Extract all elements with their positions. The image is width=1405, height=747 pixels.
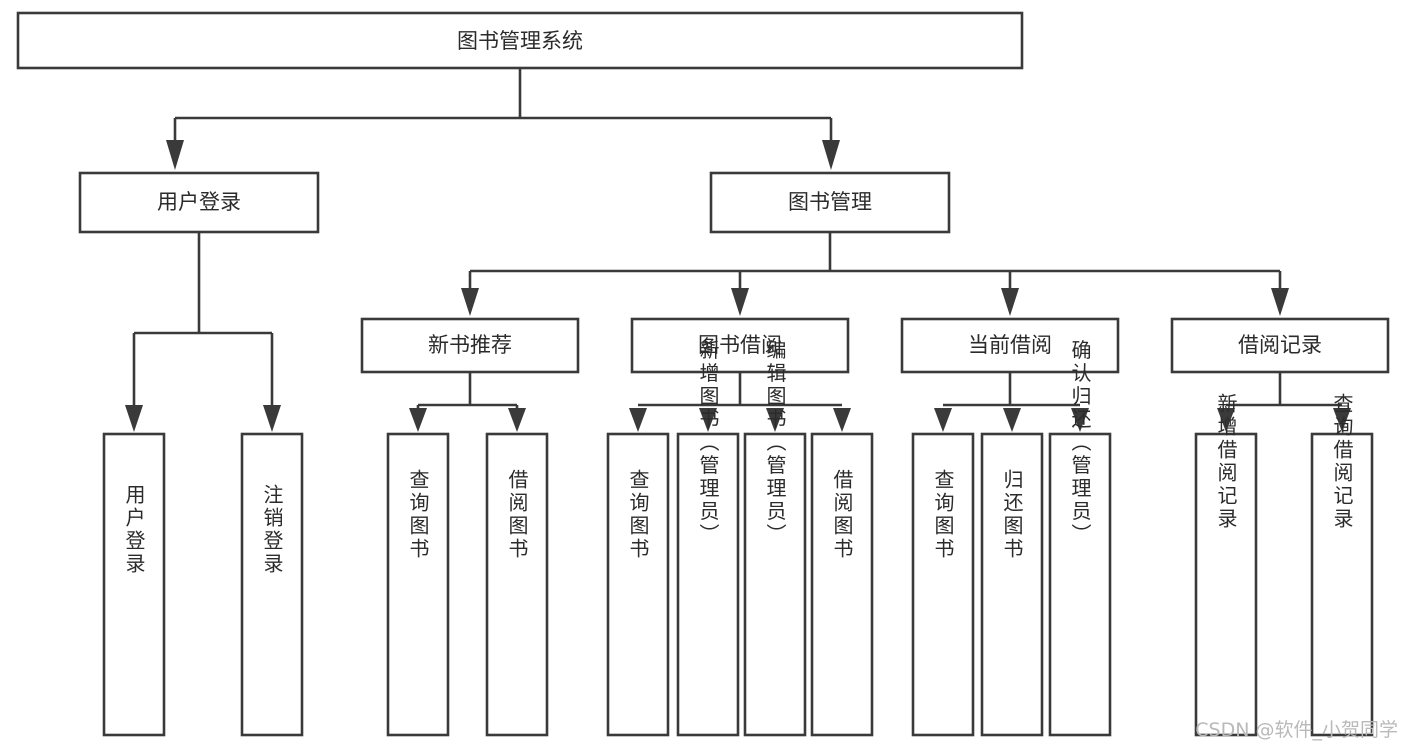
arrow-head-book-borrow — [731, 288, 749, 316]
arrow-head-leaf-edit-book-admin — [766, 408, 784, 432]
node-new-book-recommend-label: 新书推荐 — [428, 333, 512, 357]
node-leaf-confirm-return-admin-label: 确认归还（管理员） — [1068, 339, 1092, 546]
arrow-head-leaf-logout-login — [263, 405, 281, 432]
node-leaf-edit-book-admin[interactable]: 编辑图书（管理员） — [743, 339, 807, 737]
node-leaf-borrow-book-recommend-label: 借阅图书 — [505, 469, 529, 561]
connector-group-new-book-recommend — [409, 372, 526, 432]
connector-group-book-borrow — [629, 372, 851, 432]
node-leaf-return-book-box[interactable] — [980, 432, 1044, 737]
node-leaf-query-book-recommend-label: 查询图书 — [406, 469, 430, 561]
node-borrow-record-box[interactable] — [1170, 317, 1390, 374]
node-leaf-logout-login[interactable]: 注销登录 — [240, 432, 304, 737]
arrow-head-leaf-query-book-recommend — [409, 408, 427, 432]
node-book-borrow-box[interactable] — [630, 317, 850, 374]
node-leaf-return-book[interactable]: 归还图书 — [980, 432, 1044, 737]
node-book-borrow-label: 图书借阅 — [698, 333, 782, 357]
node-leaf-logout-login-label: 注销登录 — [260, 484, 284, 576]
arrow-head-borrow-record — [1271, 288, 1289, 316]
node-leaf-edit-book-admin-label: 编辑图书（管理员） — [763, 339, 787, 546]
node-leaf-query-book-recommend[interactable]: 查询图书 — [386, 432, 450, 737]
node-leaf-add-book-admin-box[interactable] — [676, 432, 740, 737]
node-borrow-record-label: 借阅记录 — [1238, 333, 1322, 357]
connector-group-user-login — [125, 232, 281, 432]
node-leaf-query-borrow-record-label: 查询借阅记录 — [1330, 393, 1354, 531]
node-leaf-add-book-admin[interactable]: 新增图书（管理员） — [676, 339, 740, 737]
node-leaf-add-book-admin-label: 新增图书（管理员） — [696, 339, 720, 546]
node-root-box[interactable] — [16, 11, 1024, 70]
node-leaf-query-book-recommend-box[interactable] — [386, 432, 450, 737]
node-leaf-user-login-label: 用户登录 — [122, 484, 146, 576]
node-book-management-label: 图书管理 — [788, 190, 872, 214]
node-leaf-borrow-book-recommend[interactable]: 借阅图书 — [485, 432, 549, 737]
node-current-borrow-label: 当前借阅 — [968, 333, 1052, 357]
node-root-label: 图书管理系统 — [457, 29, 583, 53]
node-user-login[interactable]: 用户登录 — [78, 171, 320, 234]
node-leaf-add-borrow-record-label: 新增借阅记录 — [1214, 393, 1238, 531]
node-leaf-return-book-label: 归还图书 — [1000, 469, 1024, 561]
arrow-head-leaf-add-borrow-record — [1217, 408, 1235, 432]
node-leaf-borrow-book[interactable]: 借阅图书 — [810, 432, 874, 737]
arrow-head-book-management — [822, 140, 840, 170]
arrow-head-leaf-query-book-borrow — [629, 408, 647, 432]
node-leaf-query-book-current[interactable]: 查询图书 — [911, 432, 975, 737]
node-current-borrow[interactable]: 当前借阅 — [900, 317, 1120, 374]
node-leaf-borrow-book-label: 借阅图书 — [830, 469, 854, 561]
node-leaf-query-book-borrow[interactable]: 查询图书 — [606, 432, 670, 737]
connector-group-borrow-record — [1217, 372, 1351, 432]
node-leaf-confirm-return-admin[interactable]: 确认归还（管理员） — [1048, 339, 1112, 737]
node-new-book-recommend[interactable]: 新书推荐 — [360, 317, 580, 374]
node-root[interactable]: 图书管理系统 — [16, 11, 1024, 70]
node-new-book-recommend-box[interactable] — [360, 317, 580, 374]
node-user-login-label: 用户登录 — [157, 190, 241, 214]
arrow-head-leaf-add-book-admin — [699, 408, 717, 432]
arrow-head-new-book-recommend — [461, 288, 479, 316]
node-leaf-query-borrow-record[interactable]: 查询借阅记录 — [1310, 393, 1374, 737]
node-leaf-user-login-box[interactable] — [102, 432, 166, 737]
arrow-head-leaf-user-login — [125, 405, 143, 432]
node-leaf-query-book-current-box[interactable] — [911, 432, 975, 737]
arrow-head-leaf-borrow-book — [833, 408, 851, 432]
node-leaf-query-book-borrow-label: 查询图书 — [626, 469, 650, 561]
node-leaf-borrow-book-recommend-box[interactable] — [485, 432, 549, 737]
node-book-management-box[interactable] — [709, 171, 951, 234]
node-leaf-query-book-borrow-box[interactable] — [606, 432, 670, 737]
connector-group-current-borrow — [934, 372, 1089, 432]
node-leaf-query-borrow-record-box[interactable] — [1310, 432, 1374, 737]
node-leaf-add-borrow-record-box[interactable] — [1194, 432, 1258, 737]
node-leaf-logout-login-box[interactable] — [240, 432, 304, 737]
node-leaf-confirm-return-admin-box[interactable] — [1048, 432, 1112, 737]
arrow-head-leaf-borrow-book-recommend — [508, 408, 526, 432]
node-leaf-borrow-book-box[interactable] — [810, 432, 874, 737]
arrow-head-current-borrow — [1001, 288, 1019, 316]
node-book-borrow[interactable]: 图书借阅 — [630, 317, 850, 374]
node-leaf-add-borrow-record[interactable]: 新增借阅记录 — [1194, 393, 1258, 737]
node-leaf-query-book-current-label: 查询图书 — [931, 469, 955, 561]
node-book-management[interactable]: 图书管理 — [709, 171, 951, 234]
node-current-borrow-box[interactable] — [900, 317, 1120, 374]
watermark-label: CSDN @软件_小贺同学 — [1195, 719, 1398, 741]
node-leaf-edit-book-admin-box[interactable] — [743, 432, 807, 737]
connector-group-book-management — [461, 232, 1289, 316]
node-leaf-user-login[interactable]: 用户登录 — [102, 432, 166, 737]
node-user-login-box[interactable] — [78, 171, 320, 234]
arrow-head-leaf-query-book-current — [934, 408, 952, 432]
arrow-head-leaf-return-book — [1003, 408, 1021, 432]
node-borrow-record[interactable]: 借阅记录 — [1170, 317, 1390, 374]
arrow-head-leaf-confirm-return-admin — [1071, 408, 1089, 432]
connector-group-root — [166, 68, 840, 170]
arrow-head-user-login — [166, 140, 184, 170]
arrow-head-leaf-query-borrow-record — [1333, 408, 1351, 432]
